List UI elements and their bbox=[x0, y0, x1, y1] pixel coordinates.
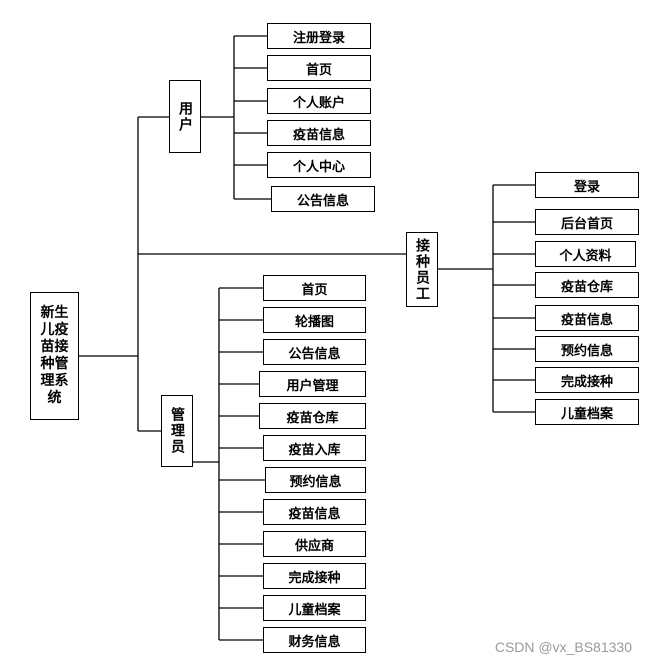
admin-node: 管理员 bbox=[161, 395, 193, 467]
admin-function-item: 完成接种 bbox=[263, 563, 366, 589]
admin-function-item: 疫苗入库 bbox=[263, 435, 366, 461]
admin-function-item: 首页 bbox=[263, 275, 366, 301]
admin-function-item: 预约信息 bbox=[265, 467, 366, 493]
worker-function-item: 个人资料 bbox=[535, 241, 636, 267]
worker-node: 接种员工 bbox=[406, 232, 438, 307]
user-node: 用户 bbox=[169, 80, 201, 153]
admin-function-item: 财务信息 bbox=[263, 627, 366, 653]
worker-function-item: 完成接种 bbox=[535, 367, 639, 393]
worker-function-item: 预约信息 bbox=[535, 336, 639, 362]
admin-function-item: 疫苗仓库 bbox=[259, 403, 366, 429]
watermark: CSDN @vx_BS81330 bbox=[494, 639, 632, 655]
user-function-item: 首页 bbox=[267, 55, 371, 81]
worker-function-item: 疫苗信息 bbox=[535, 305, 639, 331]
admin-function-item: 供应商 bbox=[263, 531, 366, 557]
worker-function-item: 儿童档案 bbox=[535, 399, 639, 425]
user-function-item: 疫苗信息 bbox=[267, 120, 371, 146]
user-function-item: 个人中心 bbox=[267, 152, 371, 178]
admin-function-item: 疫苗信息 bbox=[263, 499, 366, 525]
worker-function-item: 登录 bbox=[535, 172, 639, 198]
user-function-item: 个人账户 bbox=[267, 88, 371, 114]
root-node: 新生 儿疫 苗接 种管 理系 统 bbox=[30, 292, 79, 420]
worker-function-item: 疫苗仓库 bbox=[535, 272, 639, 298]
admin-function-item: 用户管理 bbox=[259, 371, 366, 397]
admin-function-item: 公告信息 bbox=[263, 339, 366, 365]
user-function-item: 注册登录 bbox=[267, 23, 371, 49]
admin-function-item: 轮播图 bbox=[263, 307, 366, 333]
worker-function-item: 后台首页 bbox=[535, 209, 639, 235]
admin-function-item: 儿童档案 bbox=[263, 595, 366, 621]
user-function-item: 公告信息 bbox=[271, 186, 375, 212]
